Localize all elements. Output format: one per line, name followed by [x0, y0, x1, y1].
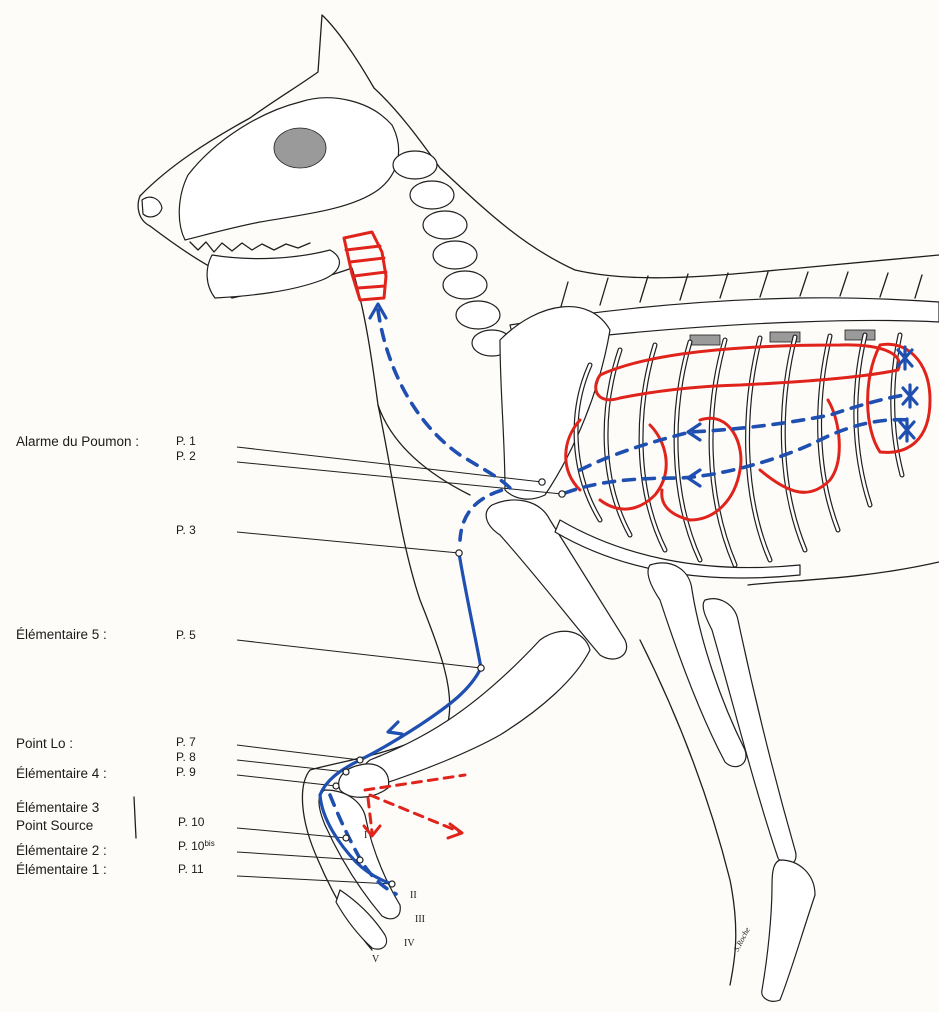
point-p10: [343, 835, 349, 841]
eye-orbit: [274, 128, 326, 168]
bracket-elementaire-3: [134, 797, 136, 838]
point-label-p8: P. 8: [176, 750, 196, 764]
point-p8: [343, 769, 349, 775]
label-alarme-du-poumon: Alarme du Poumon :: [16, 434, 139, 449]
side-labels: Alarme du Poumon : Élémentaire 5 : Point…: [16, 434, 139, 877]
mandible-bone: [207, 250, 339, 298]
label-elementaire-1: Élémentaire 1 :: [16, 862, 107, 877]
point-label-p5: P. 5: [176, 628, 196, 642]
skull: [142, 98, 399, 298]
point-p9: [333, 783, 339, 789]
cranium-bone: [179, 98, 398, 240]
point-label-p9: P. 9: [176, 765, 196, 779]
vertebra-c3: [423, 211, 467, 239]
vertebra-c5: [443, 271, 487, 299]
leader-p8: [237, 760, 346, 772]
vertebra-c6: [456, 301, 500, 329]
blue-star-1: [898, 347, 912, 369]
trachea-red: [344, 232, 386, 300]
digit-5: V: [372, 954, 380, 965]
red-arrowhead-1: [448, 824, 462, 838]
radius-ulna: [362, 631, 590, 785]
leader-p5: [237, 640, 481, 668]
leader-p9: [237, 775, 336, 786]
blue-meridian: [320, 304, 917, 894]
vertebra-c4: [433, 241, 477, 269]
nose-tip: [142, 197, 162, 217]
red-dashed-branch-2: [370, 795, 460, 832]
point-label-p1: P. 1: [176, 434, 196, 448]
digit-1: I: [364, 830, 367, 841]
hind-paw: [762, 860, 815, 1001]
lung-red-outline: [596, 345, 900, 400]
label-point-source: Point Source: [16, 818, 93, 833]
point-label-p3: P. 3: [176, 523, 196, 537]
lung-red-lobe-right: [760, 400, 839, 492]
disc-3: [845, 330, 875, 340]
point-p1: [539, 479, 545, 485]
point-label-p11: P. 11: [178, 862, 204, 876]
artist-signature: S.Roche: [732, 925, 752, 953]
point-p10bis: [357, 857, 363, 863]
point-label-p10bis: P. 10bis: [178, 839, 215, 853]
cervical-spine: [393, 151, 512, 356]
vertebra-c1: [393, 151, 437, 179]
point-p7: [357, 757, 363, 763]
label-elementaire-4: Élémentaire 4 :: [16, 766, 107, 781]
rear-leg-bones: [648, 563, 815, 1001]
point-label-p7: P. 7: [176, 735, 196, 749]
blue-star-3: [900, 419, 914, 441]
leader-p3: [237, 532, 459, 553]
vertebra-c2: [410, 181, 454, 209]
point-p2: [559, 491, 565, 497]
rear-leg-outline: [640, 640, 736, 985]
leader-p7: [237, 745, 360, 760]
digit-2: II: [410, 890, 417, 901]
red-dashed-branch-3: [368, 798, 372, 832]
disc-1: [690, 335, 720, 345]
throat-outline: [232, 268, 470, 495]
point-labels: P. 1 P. 2 P. 3 P. 5 P. 7 P. 8 P. 9 P. 10…: [176, 434, 215, 876]
blue-star-2: [903, 385, 917, 407]
digit-4: IV: [404, 938, 415, 949]
label-elementaire-5: Élémentaire 5 :: [16, 627, 107, 642]
label-point-lo: Point Lo :: [16, 736, 73, 751]
label-elementaire-3: Élémentaire 3: [16, 800, 99, 815]
point-p5: [478, 665, 484, 671]
label-elementaire-2: Élémentaire 2 :: [16, 843, 107, 858]
point-label-p2: P. 2: [176, 449, 196, 463]
point-p11: [389, 881, 395, 887]
scapula: [500, 307, 610, 500]
point-label-p10: P. 10: [178, 815, 205, 829]
blue-arrowhead-leg: [388, 722, 402, 734]
digit-3: III: [415, 914, 425, 925]
teeth-line: [190, 242, 310, 252]
point-p3: [456, 550, 462, 556]
